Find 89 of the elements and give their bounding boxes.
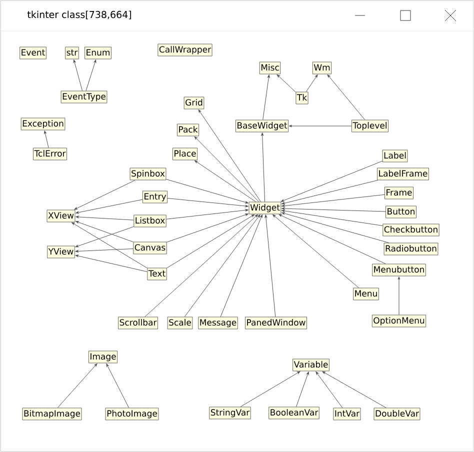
class-box: YView bbox=[47, 246, 75, 258]
arrow bbox=[276, 74, 296, 92]
class-box: PhotoImage bbox=[105, 408, 159, 420]
arrow bbox=[75, 248, 134, 252]
class-box: BitmapImage bbox=[22, 408, 82, 420]
class-box: PanedWindow bbox=[245, 316, 307, 330]
class-box: BooleanVar bbox=[268, 406, 320, 420]
arrow bbox=[398, 276, 400, 316]
arrow bbox=[262, 74, 270, 120]
arrow bbox=[74, 180, 136, 210]
class-box: Widget bbox=[248, 202, 282, 214]
arrow bbox=[44, 130, 49, 148]
arrow bbox=[264, 214, 276, 318]
class-box: Tk bbox=[296, 92, 308, 104]
arrow bbox=[86, 60, 96, 92]
class-box: Entry bbox=[142, 190, 168, 204]
class-box: Misc bbox=[259, 62, 281, 74]
arrow bbox=[296, 372, 309, 408]
class-box: Checkbutton bbox=[382, 224, 440, 236]
class-box: Image bbox=[88, 350, 118, 364]
arrow bbox=[261, 132, 266, 202]
arrow bbox=[198, 110, 262, 202]
arrow bbox=[106, 364, 130, 408]
class-box: DoubleVar bbox=[374, 408, 420, 420]
class-box: Grid bbox=[184, 96, 204, 110]
class-box: LabelFrame bbox=[377, 168, 429, 180]
class-box: Message bbox=[198, 316, 238, 330]
class-box: Enum bbox=[84, 46, 112, 60]
arrow bbox=[240, 371, 300, 408]
arrow bbox=[282, 207, 386, 212]
class-box: Menubutton bbox=[372, 264, 426, 276]
class-box: Spinbox bbox=[130, 168, 166, 180]
arrow bbox=[75, 226, 134, 248]
class-box: Radiobutton bbox=[384, 242, 438, 256]
class-box: IntVar bbox=[333, 408, 361, 420]
class-box: Text bbox=[147, 268, 167, 280]
arrow bbox=[194, 160, 256, 202]
class-box: Scrollbar bbox=[118, 316, 158, 330]
class-box: Canvas bbox=[133, 242, 167, 254]
arrow bbox=[282, 180, 378, 204]
class-box: str bbox=[65, 46, 79, 60]
arrow bbox=[288, 124, 352, 128]
class-box: Scale bbox=[167, 316, 193, 330]
class-box: Toplevel bbox=[352, 120, 388, 132]
class-box: Exception bbox=[20, 118, 66, 130]
arrow bbox=[327, 74, 366, 120]
class-box: Wm bbox=[312, 62, 332, 74]
arrow bbox=[282, 212, 390, 244]
arrow bbox=[167, 198, 248, 208]
arrow bbox=[282, 210, 383, 226]
class-box: EventType bbox=[60, 90, 108, 104]
arrow bbox=[75, 254, 148, 272]
arrow bbox=[280, 160, 383, 202]
class-box: Listbox bbox=[134, 214, 166, 228]
arrow bbox=[166, 214, 254, 268]
class-box: OptionMenu bbox=[372, 314, 426, 328]
arrow bbox=[322, 371, 386, 408]
arrow bbox=[72, 222, 148, 268]
class-box: Button bbox=[386, 206, 416, 218]
arrow bbox=[220, 214, 262, 318]
class-box: StringVar bbox=[209, 406, 251, 420]
arrow bbox=[76, 199, 143, 214]
class-box: CallWrapper bbox=[158, 44, 212, 56]
arrow bbox=[272, 214, 359, 288]
class-box: Pack bbox=[177, 124, 199, 136]
arrow bbox=[166, 179, 248, 204]
class-box: BaseWidget bbox=[236, 120, 289, 132]
arrow bbox=[76, 221, 134, 242]
class-box: Variable bbox=[292, 358, 330, 372]
class-box: XView bbox=[46, 210, 76, 222]
arrow bbox=[144, 214, 258, 318]
arrow bbox=[306, 74, 318, 92]
arrow bbox=[316, 372, 343, 408]
class-box: Frame bbox=[384, 186, 414, 200]
arrow bbox=[282, 194, 385, 207]
arrow bbox=[194, 136, 260, 202]
class-box: Menu bbox=[353, 288, 379, 300]
arrow bbox=[76, 216, 134, 220]
arrow bbox=[166, 214, 248, 242]
arrow bbox=[278, 214, 386, 264]
arrow bbox=[73, 60, 83, 92]
window-title: tkinter class[738,664] bbox=[27, 10, 132, 20]
arrow bbox=[57, 363, 98, 408]
class-box: Place bbox=[172, 148, 198, 160]
arrow bbox=[184, 214, 260, 318]
class-box: Label bbox=[382, 150, 408, 162]
class-box: TclError bbox=[33, 148, 67, 160]
arrow bbox=[166, 209, 248, 220]
class-box: Event bbox=[20, 46, 46, 60]
